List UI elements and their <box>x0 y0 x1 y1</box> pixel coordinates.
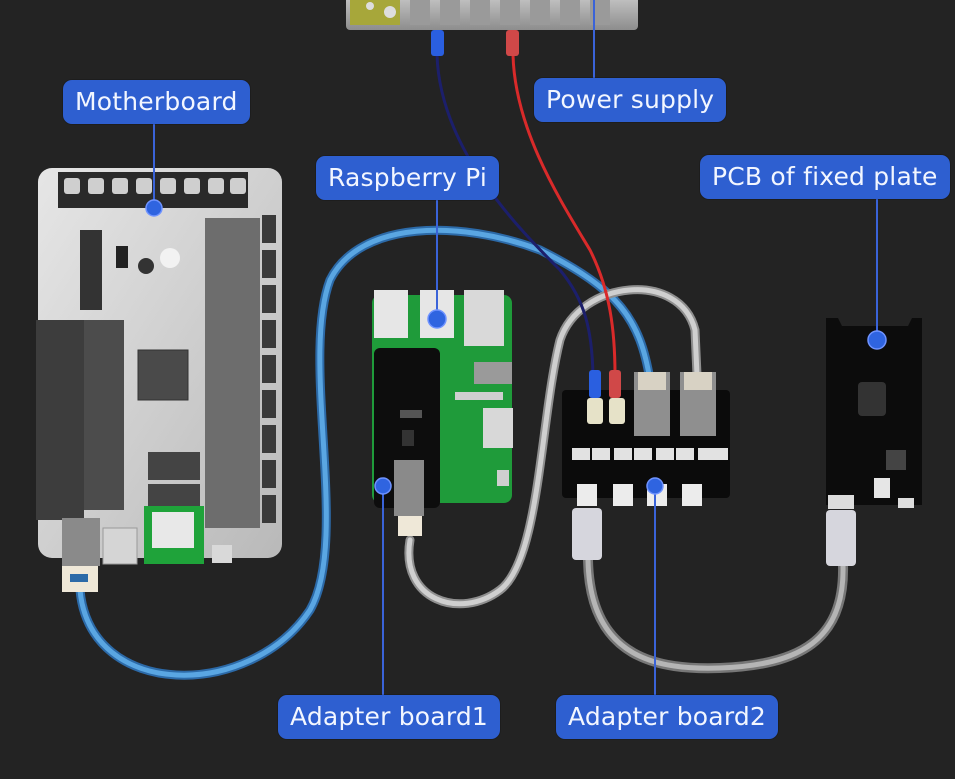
negative-wire <box>435 54 595 376</box>
callout-leaders <box>153 0 878 695</box>
label-motherboard: Motherboard <box>63 80 250 124</box>
label-raspberry-pi: Raspberry Pi <box>316 156 500 200</box>
adapter-board2 <box>562 370 730 560</box>
cables <box>75 54 849 680</box>
callout-markers <box>145 199 887 495</box>
usb-cable-blue-highlight <box>77 227 653 678</box>
adapter-board2-marker <box>646 477 664 495</box>
raspberry-pi-marker <box>427 309 447 329</box>
label-pcb-fixed-plate: PCB of fixed plate <box>700 155 950 199</box>
negative-terminal <box>431 30 444 56</box>
motherboard-marker <box>145 199 163 217</box>
positive-wire <box>511 54 617 376</box>
label-adapter-board2: Adapter board2 <box>556 695 779 739</box>
fixed-plate-pcb <box>826 318 922 566</box>
adapter-board1 <box>374 348 440 536</box>
label-adapter-board1: Adapter board1 <box>278 695 501 739</box>
usb-cable-grey-highlight <box>406 287 700 607</box>
label-power-supply: Power supply <box>534 78 727 122</box>
power-supply <box>346 0 638 56</box>
positive-terminal <box>506 30 519 56</box>
usb-c-cable-highlight <box>585 557 846 671</box>
usb-c-cable <box>583 555 849 674</box>
fixed-plate-marker <box>867 330 887 350</box>
adapter-board1-marker <box>374 477 392 495</box>
motherboard-board <box>36 168 282 592</box>
